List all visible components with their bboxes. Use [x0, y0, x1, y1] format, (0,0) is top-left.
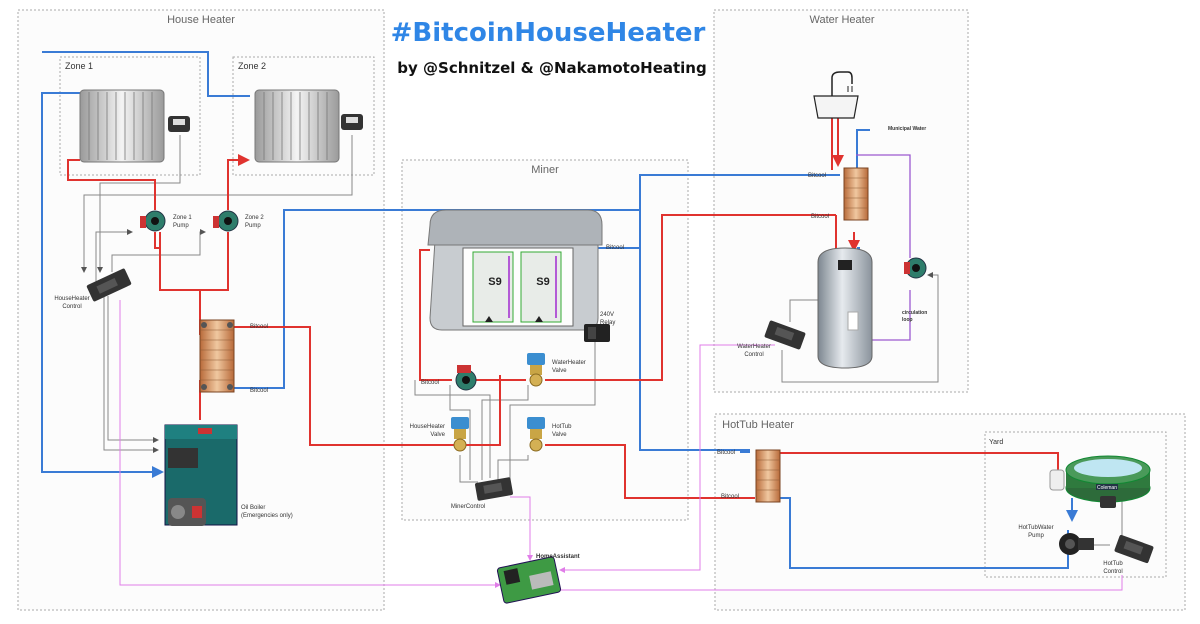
- main-title: #BitcoinHouseHeater: [391, 18, 706, 48]
- hottub-pump-label-2: Pump: [1028, 533, 1044, 539]
- water-heater-title: Water Heater: [809, 14, 874, 26]
- house-heater-control-board: [86, 268, 132, 302]
- hottub-control-label-1: HotTub: [1103, 561, 1123, 567]
- hottub-pump-label-1: HotTubWater: [1018, 525, 1053, 531]
- zone2-pump: [213, 210, 239, 232]
- hot-pipes: [67, 115, 1059, 499]
- house-plate-heat-exchanger: [199, 319, 235, 393]
- hottub-control-label-2: Control: [1103, 569, 1122, 575]
- s9-label-2: S9: [536, 276, 549, 288]
- hottub-brand-label: Coleman: [1097, 485, 1117, 491]
- bitcool-miner: Bitcool: [606, 245, 624, 251]
- house-heater-valve: [451, 417, 469, 452]
- miner-cooler-box: [427, 209, 603, 331]
- relay-label-1: 240V: [600, 312, 614, 318]
- yard-title: Yard: [989, 439, 1003, 446]
- control-wires: [81, 135, 1123, 546]
- oil-boiler-label-2: (Emergencies only): [241, 513, 293, 519]
- zone1-pump: [140, 210, 166, 232]
- s9-label-1: S9: [488, 276, 501, 288]
- water-valve-label-2: Valve: [552, 368, 567, 374]
- water-control-label-1: WaterHeater: [737, 344, 771, 350]
- house-heater-title: House Heater: [167, 14, 235, 26]
- water-valve-label-1: WaterHeater: [552, 360, 586, 366]
- municipal-water-label: Municipal Water: [888, 126, 926, 132]
- hottub-valve-label-1: HotTub: [552, 424, 572, 430]
- hottub-plate-heat-exchanger: [755, 449, 781, 503]
- signal-wires: [119, 300, 1123, 593]
- home-assistant-label: HomeAssistant: [536, 554, 580, 560]
- hottub-thermostat: [1100, 496, 1116, 508]
- hottub-control-board: [1114, 534, 1154, 564]
- relay-label-2: Relay: [600, 320, 615, 326]
- house-valve-label-2: Valve: [430, 432, 445, 438]
- home-assistant-board: [496, 556, 562, 604]
- miner-control-label: MinerControl: [451, 504, 485, 510]
- hottub-heater-unit: [1049, 469, 1065, 491]
- bitcool-house-top: Bitcool: [250, 324, 268, 330]
- hottub-valve-label-2: Valve: [552, 432, 567, 438]
- water-plate-heat-exchanger: [843, 167, 869, 221]
- zone2-thermostat-screen: [346, 117, 358, 123]
- house-control-label-2: Control: [62, 304, 81, 310]
- bitcool-hottub-bottom: Bitcool: [721, 494, 739, 500]
- house-control-label-1: HouseHeater: [54, 296, 89, 302]
- zone1-pump-label-2: Pump: [173, 223, 189, 229]
- hottub: [1065, 455, 1151, 503]
- bitcool-water-bottom: Bitcool: [811, 214, 829, 220]
- oil-boiler: [164, 424, 238, 526]
- zone1-pump-label-1: Zone 1: [173, 215, 192, 221]
- miner-title: Miner: [531, 164, 559, 176]
- hottub-heater-title: HotTub Heater: [722, 419, 794, 431]
- water-tank: [817, 247, 873, 369]
- miner-control-board: [475, 477, 513, 501]
- byline: by @Schnitzel & @NakamotoHeating: [397, 59, 706, 77]
- miner-pump: [455, 365, 477, 391]
- bitcool-water-top: Bitcool: [808, 173, 826, 179]
- house-valve-label-1: HouseHeater: [410, 424, 445, 430]
- bitcool-hottub-top: Bitcool: [717, 450, 735, 456]
- bitcool-miner-pump: Bitcool: [421, 380, 439, 386]
- circulation-label-1: circulation: [902, 310, 927, 316]
- oil-boiler-label-1: Oil Boiler: [241, 505, 265, 511]
- zone2-title: Zone 2: [238, 61, 266, 71]
- water-heater-valve: [527, 353, 545, 387]
- circulation-pump: [904, 257, 927, 279]
- zone2-radiator: [254, 89, 340, 163]
- zone1-radiator: [79, 89, 165, 163]
- sink-faucet: [813, 71, 859, 119]
- zone2-pump-label-2: Pump: [245, 223, 261, 229]
- bitcool-house-bottom: Bitcool: [250, 388, 268, 394]
- relay-240v: [584, 324, 610, 342]
- zone1-title: Zone 1: [65, 61, 93, 71]
- zone2-pump-label-1: Zone 2: [245, 215, 264, 221]
- water-heater-control-board: [764, 320, 806, 350]
- water-control-label-2: Control: [744, 352, 763, 358]
- hottub-water-pump: [1059, 533, 1094, 555]
- circulation-label-2: loop: [902, 317, 913, 323]
- hottub-valve: [527, 417, 545, 452]
- zone1-thermostat-screen: [173, 119, 185, 125]
